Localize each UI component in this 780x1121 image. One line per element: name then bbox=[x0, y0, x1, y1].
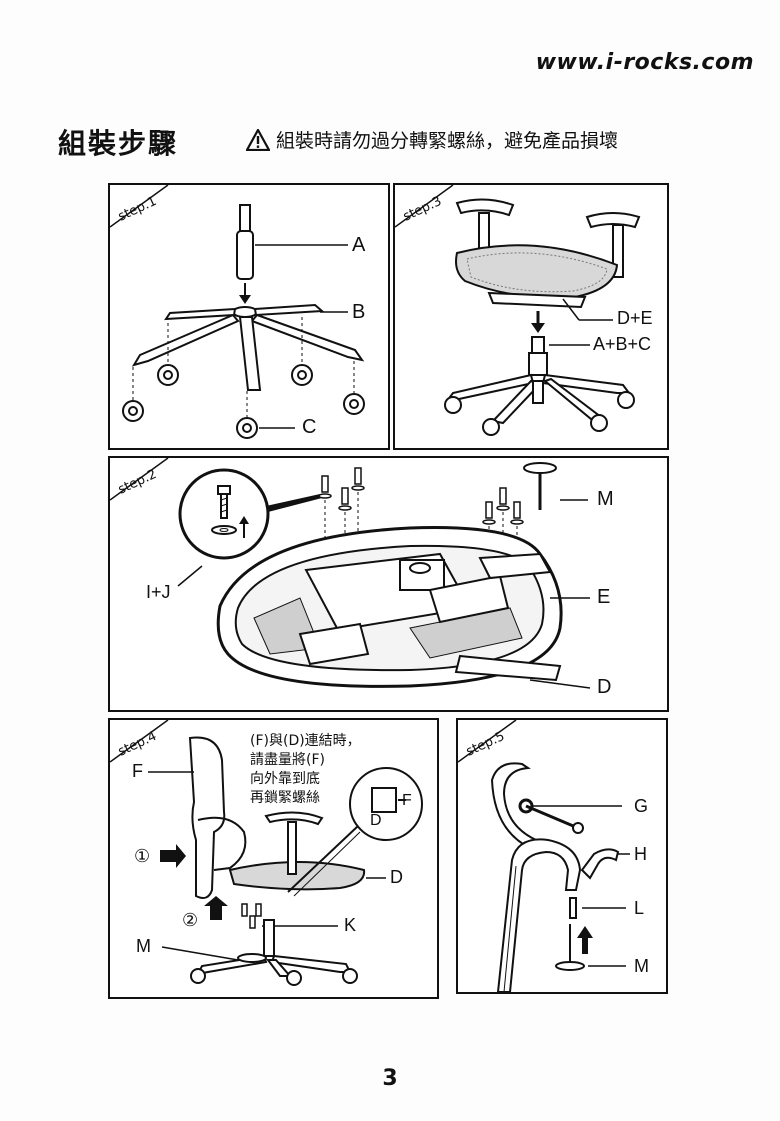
step2-illustration bbox=[110, 458, 591, 689]
step1-illustration bbox=[110, 185, 365, 439]
step2-label-e: E bbox=[597, 586, 611, 608]
step3-illustration bbox=[395, 185, 641, 436]
page-title: 組裝步驟 bbox=[58, 127, 179, 160]
step3-panel: step.3 D+E A+B+C bbox=[393, 183, 669, 450]
step4-panel: step.4 (F)與(D)連結時， 請盡量將(F) 向外靠到底 再鎖緊螺絲 F… bbox=[108, 718, 439, 999]
step5-label-l: L bbox=[634, 898, 645, 918]
step3-label-de: D+E bbox=[617, 308, 653, 328]
step5-label-m: M bbox=[634, 956, 649, 976]
warning-notice: 組裝時請勿過分轉緊螺絲，避免產品損壞 bbox=[246, 126, 618, 153]
step4-label-d: D bbox=[390, 867, 403, 887]
step1-panel: step.1 A B C bbox=[108, 183, 390, 450]
step4-label-m: M bbox=[136, 936, 151, 956]
step5-label-h: H bbox=[634, 844, 647, 864]
step2-label-ij: I+J bbox=[146, 582, 171, 602]
step5-illustration bbox=[458, 720, 630, 992]
warning-text: 組裝時請勿過分轉緊螺絲，避免產品損壞 bbox=[276, 130, 619, 152]
page-number: 3 bbox=[382, 1066, 398, 1091]
step4-zoom-label-d: D bbox=[370, 812, 382, 829]
step4-label-f: F bbox=[132, 761, 143, 781]
step4-zoom-label-f: F bbox=[402, 792, 412, 809]
step2-label-m: M bbox=[597, 488, 614, 510]
step4-note: (F)與(D)連結時， 請盡量將(F) 向外靠到底 再鎖緊螺絲 bbox=[250, 733, 361, 806]
step5-label-g: G bbox=[634, 796, 649, 816]
step5-panel: step.5 G H L M bbox=[456, 718, 668, 994]
warning-icon bbox=[246, 128, 270, 151]
step1-label-b: B bbox=[352, 301, 366, 323]
step4-marker-1: ① bbox=[134, 846, 151, 866]
step4-marker-2: ② bbox=[182, 910, 199, 930]
step1-label-c: C bbox=[302, 416, 317, 438]
step4-illustration bbox=[110, 720, 423, 986]
step4-label-k: K bbox=[344, 915, 357, 935]
step2-panel: step.2 I+J M E D bbox=[108, 456, 669, 712]
step3-label-abc: A+B+C bbox=[593, 334, 652, 354]
website-url: www.i-rocks.com bbox=[535, 50, 754, 75]
step2-label-d: D bbox=[597, 676, 612, 698]
step1-label-a: A bbox=[352, 234, 366, 256]
